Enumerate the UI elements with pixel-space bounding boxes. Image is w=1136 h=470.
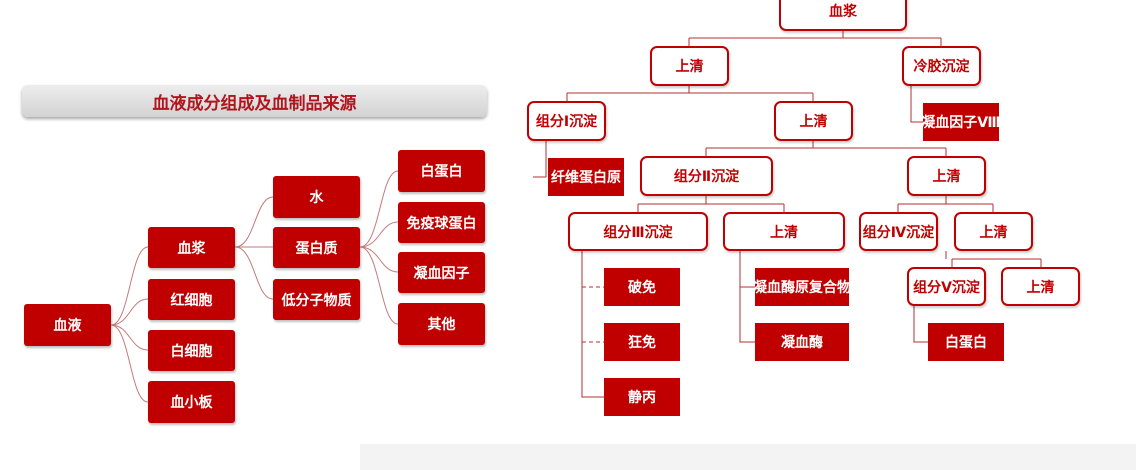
bottom-strip xyxy=(360,444,1136,470)
node-blood: 血液 xyxy=(24,304,111,346)
node-fraction-3: 组分Ⅲ沉淀 xyxy=(568,212,708,251)
node-plasma-source: 血浆 xyxy=(779,0,907,31)
node-factor-viii: 凝血因子Ⅷ xyxy=(921,103,1001,141)
node-fraction-1: 组分Ⅰ沉淀 xyxy=(527,101,606,141)
node-other: 其他 xyxy=(398,303,485,345)
node-supernatant-6: 上清 xyxy=(1001,267,1080,306)
left-tree-links xyxy=(110,170,399,403)
node-fraction-4: 组分Ⅳ沉淀 xyxy=(859,212,938,251)
node-platelets: 血小板 xyxy=(148,381,235,423)
node-tetanus-ig: 狂免 xyxy=(604,323,680,361)
node-water: 水 xyxy=(273,176,360,218)
node-red-cells: 红细胞 xyxy=(148,279,235,320)
node-thrombin: 凝血酶 xyxy=(755,323,849,361)
node-ivig: 静丙 xyxy=(604,378,680,416)
node-clotting-factor: 凝血因子 xyxy=(398,252,485,293)
node-supernatant-1: 上清 xyxy=(650,46,729,86)
node-plasma: 血浆 xyxy=(148,227,235,268)
node-supernatant-4: 上清 xyxy=(723,212,845,251)
node-fraction-5: 组分Ⅴ沉淀 xyxy=(907,267,986,306)
node-cryoprecipitate: 冷胶沉淀 xyxy=(902,46,981,86)
node-fraction-2: 组分Ⅱ沉淀 xyxy=(640,156,773,196)
node-supernatant-5: 上清 xyxy=(954,212,1033,251)
node-fibrinogen: 纤维蛋白原 xyxy=(548,158,624,196)
node-albumin: 白蛋白 xyxy=(398,150,485,192)
node-immunoglobulin: 免疫球蛋白 xyxy=(398,202,485,243)
node-pcc: 凝血酶原复合物 xyxy=(753,268,851,306)
node-albumin-product: 白蛋白 xyxy=(928,323,1004,361)
right-tree-links xyxy=(533,31,1042,398)
node-rabies-ig: 破免 xyxy=(604,268,680,306)
node-white-cells: 白细胞 xyxy=(148,330,235,371)
node-supernatant-2: 上清 xyxy=(774,101,853,141)
node-supernatant-3: 上清 xyxy=(907,156,986,196)
node-small-molecules: 低分子物质 xyxy=(273,279,360,320)
node-protein: 蛋白质 xyxy=(273,227,360,268)
diagram-title: 血液成分组成及血制品来源 xyxy=(22,85,487,117)
